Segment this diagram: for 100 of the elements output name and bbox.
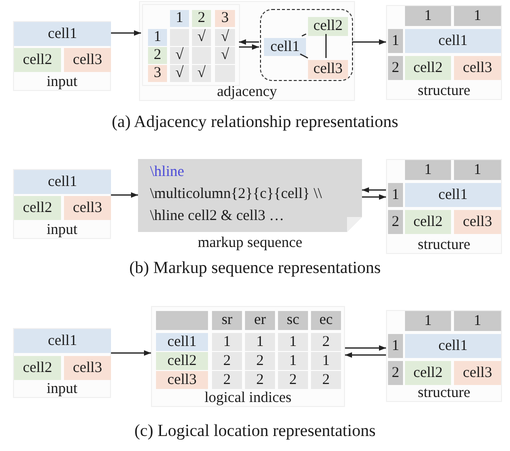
table-cell: 1 (170, 10, 189, 27)
table-cell: cell2 (405, 361, 451, 385)
arrow (111, 192, 138, 198)
table-cell: ec (311, 311, 341, 330)
table-cell: 2 (388, 210, 403, 234)
table-cell: 1 (278, 352, 308, 370)
graph-node: cell2 (308, 17, 348, 36)
table-cell: √ (192, 29, 211, 46)
table-cell: cell1 (14, 22, 111, 46)
arrow (362, 187, 386, 193)
table-cell: cell2 (156, 352, 208, 370)
table-cell: cell3 (156, 371, 208, 389)
arrow (345, 345, 386, 351)
table-frame (13, 328, 111, 398)
table-cell: 2 (278, 371, 308, 389)
table-cell: 2 (245, 371, 275, 389)
table-cell: cell2 (14, 356, 61, 380)
table-caption: input (46, 75, 78, 90)
table-caption: structure (416, 386, 472, 401)
table-cell: cell2 (405, 210, 451, 234)
figure-caption: (c) Logical location representations (133, 421, 377, 441)
table-cell: sr (212, 311, 242, 330)
code-line: \hline (150, 163, 184, 181)
table-cell: 2 (388, 361, 403, 385)
table-cell: 1 (405, 160, 451, 180)
table-cell: cell2 (405, 56, 451, 80)
table-cell: 2 (245, 352, 275, 370)
table-cell: 3 (215, 10, 235, 27)
table-cell: cell1 (156, 333, 208, 351)
figure-caption: (a) Adjacency relationship representations (110, 112, 400, 132)
table-cell: 2 (148, 47, 167, 64)
table-cell: 2 (311, 371, 341, 389)
graph-node: cell1 (264, 38, 306, 56)
table-cell: 1 (405, 311, 451, 331)
table-cell: cell2 (14, 196, 61, 220)
table-frame (386, 159, 502, 254)
dashed-frame (260, 9, 353, 81)
table-cell: cell2 (14, 48, 61, 72)
table-cell: 1 (454, 160, 501, 180)
table-cell: er (245, 311, 275, 330)
table-cell: √ (215, 29, 235, 46)
figure-caption: (b) Markup sequence representations (128, 258, 382, 278)
table-frame (13, 169, 111, 239)
arrow (239, 39, 259, 45)
table-cell: 1 (405, 6, 451, 26)
graph-node: cell3 (308, 60, 348, 79)
table-caption: markup sequence (196, 236, 304, 251)
table-caption: structure (416, 84, 472, 99)
table-cell: 1 (311, 352, 341, 370)
table-caption: structure (416, 238, 472, 253)
arrow (111, 30, 141, 36)
table-cell: 2 (388, 56, 403, 80)
table-cell: cell1 (14, 170, 111, 194)
table-cell: 1 (388, 29, 403, 53)
code-line: \hline cell2 & cell3 … (150, 207, 284, 225)
table-cell: √ (215, 47, 235, 64)
table-cell: 1 (388, 183, 403, 207)
table-cell: 1 (148, 29, 167, 46)
arrow (239, 44, 259, 50)
table-frame (13, 21, 111, 91)
table-cell: 2 (212, 371, 242, 389)
table-cell: 1 (278, 333, 308, 351)
table-cell: 1 (245, 333, 275, 351)
table-cell: √ (192, 65, 211, 82)
table-caption: input (46, 223, 78, 238)
arrow (362, 194, 386, 200)
table-cell: cell3 (454, 56, 501, 80)
table-cell: 3 (148, 65, 167, 82)
table-cell: √ (170, 47, 189, 64)
table-cell: cell3 (64, 356, 111, 380)
table-cell: 2 (212, 352, 242, 370)
table-frame (139, 1, 355, 101)
table-cell: 2 (311, 333, 341, 351)
arrow (352, 39, 386, 45)
table-frame (386, 310, 502, 402)
table-cell: cell1 (405, 29, 501, 53)
table-cell: cell1 (14, 329, 111, 353)
connector-line (325, 34, 327, 58)
table-cell: 1 (454, 311, 501, 331)
table-caption: logical indices (203, 391, 293, 406)
table-frame (151, 306, 345, 407)
table-frame (142, 4, 240, 86)
table-cell: sc (278, 311, 308, 330)
table-cell: 1 (454, 6, 501, 26)
table-caption: adjacency (216, 85, 278, 100)
table-cell: cell3 (64, 196, 111, 220)
table-cell: 1 (388, 334, 403, 358)
table-caption: input (46, 382, 78, 397)
table-cell: 2 (192, 10, 211, 27)
table-cell: cell3 (64, 48, 111, 72)
table-cell: cell3 (454, 361, 501, 385)
arrow (345, 352, 386, 358)
table-cell: √ (170, 65, 189, 82)
table-frame (386, 5, 502, 100)
table-cell: 1 (212, 333, 242, 351)
table-cell: cell1 (405, 334, 501, 358)
connector-line (302, 33, 306, 37)
connector-line (300, 53, 308, 59)
table-cell: cell3 (454, 210, 501, 234)
table-cell: cell1 (405, 183, 501, 207)
